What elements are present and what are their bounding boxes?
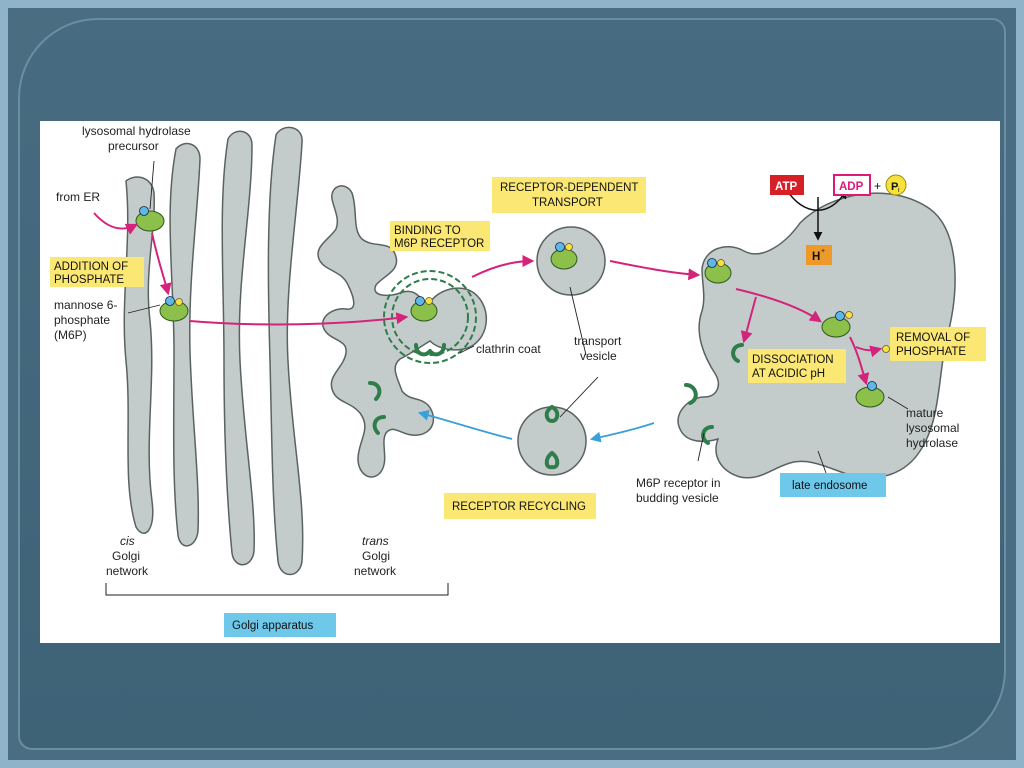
late-endosome	[677, 192, 956, 479]
recycling-label: RECEPTOR RECYCLING	[452, 501, 586, 513]
recycling-box	[444, 493, 596, 519]
late-endosome-box	[780, 473, 886, 497]
golgi-cisterna-4	[267, 126, 304, 576]
binding-box	[390, 221, 490, 251]
trans-label-2: Golgi	[362, 549, 390, 563]
trans-label-1: trans	[362, 534, 389, 548]
hydrolase-in-vesicle	[550, 242, 578, 270]
golgi-cisterna-3	[221, 130, 255, 566]
dissociation-box	[748, 349, 846, 383]
cis-label-2: Golgi	[112, 549, 140, 563]
mature-hydrolase	[855, 381, 885, 408]
removal-box	[890, 327, 986, 361]
hydrolase-precursor-label-1: lysosomal hydrolase	[82, 124, 191, 138]
addition-label-1: ADDITION OF	[54, 261, 128, 273]
dissociation-label-2: AT ACIDIC pH	[752, 368, 825, 380]
adp-box	[833, 174, 871, 196]
mature-label-1: mature	[906, 406, 944, 420]
diagram-panel: ADDITION OF PHOSPHATE BINDING TO M6P REC…	[40, 121, 1000, 643]
h-plus-box	[806, 245, 832, 265]
addition-label-2: PHOSPHATE	[54, 274, 124, 286]
lysosome-pathway-diagram: ADDITION OF PHOSPHATE BINDING TO M6P REC…	[50, 124, 986, 637]
pi-circle	[885, 174, 907, 196]
recycling-vesicle	[517, 406, 587, 476]
clathrin-label: clathrin coat	[476, 342, 541, 356]
plus-sign: +	[874, 179, 881, 193]
clathrin-coat	[383, 270, 477, 364]
hydrolase-entering-endosome	[704, 258, 732, 284]
m6p-receptor-label-2: budding vesicle	[636, 491, 719, 505]
dissociation-label-1: DISSOCIATION	[752, 354, 834, 366]
hydrolase-with-m6p	[159, 296, 189, 322]
hydrolase-precursor-label-2: precursor	[108, 139, 159, 153]
hydrolase-bound-trans	[410, 296, 438, 322]
golgi-apparatus-box	[224, 613, 336, 637]
hydrolase-precursor-er	[135, 206, 165, 232]
binding-label-1: BINDING TO	[394, 225, 461, 237]
addition-of-phosphate-box	[50, 257, 144, 287]
m6p-label-3: (M6P)	[54, 328, 87, 342]
receptor-transport-label-2: TRANSPORT	[532, 197, 603, 209]
magenta-flow-arrows	[93, 212, 883, 386]
cis-label-3: network	[106, 564, 149, 578]
mature-label-3: hydrolase	[906, 436, 958, 450]
transport-vesicle-label-1: transport	[574, 334, 622, 348]
golgi-cisterna-2	[169, 142, 201, 547]
recycling-arrows	[417, 410, 655, 443]
receptor-transport-label-1: RECEPTOR-DEPENDENT	[500, 182, 638, 194]
adp-label: ADP	[839, 181, 864, 193]
binding-label-2: M6P RECEPTOR	[394, 238, 484, 250]
m6p-receptors	[368, 343, 744, 470]
hydrolase-dissociated	[821, 311, 853, 338]
late-endosome-label: late endosome	[792, 480, 867, 492]
cis-label-1: cis	[120, 534, 135, 548]
atp-box	[770, 175, 804, 195]
from-er-label: from ER	[56, 190, 100, 204]
h-plus-superscript: +	[821, 248, 825, 255]
transport-vesicle-label-2: vesicle	[580, 349, 617, 363]
trans-golgi-network	[317, 185, 488, 478]
atp-hydrolysis-arrow	[785, 188, 847, 211]
removal-label-2: PHOSPHATE	[896, 346, 966, 358]
mature-label-2: lysosomal	[906, 421, 959, 435]
m6p-label-1: mannose 6-	[54, 298, 117, 312]
pi-label: P	[891, 181, 898, 193]
pi-subscript: i	[898, 187, 900, 194]
leader-lines	[127, 160, 909, 474]
trans-label-3: network	[354, 564, 397, 578]
golgi-bracket	[105, 583, 449, 596]
m6p-label-2: phosphate	[54, 313, 110, 327]
receptor-transport-box	[492, 177, 646, 213]
free-phosphate	[882, 345, 890, 353]
m6p-receptor-label-1: M6P receptor in	[636, 476, 721, 490]
h-plus-label: H	[812, 251, 820, 263]
removal-label-1: REMOVAL OF	[896, 332, 970, 344]
atp-label: ATP	[775, 181, 797, 193]
golgi-apparatus-label: Golgi apparatus	[232, 620, 313, 632]
